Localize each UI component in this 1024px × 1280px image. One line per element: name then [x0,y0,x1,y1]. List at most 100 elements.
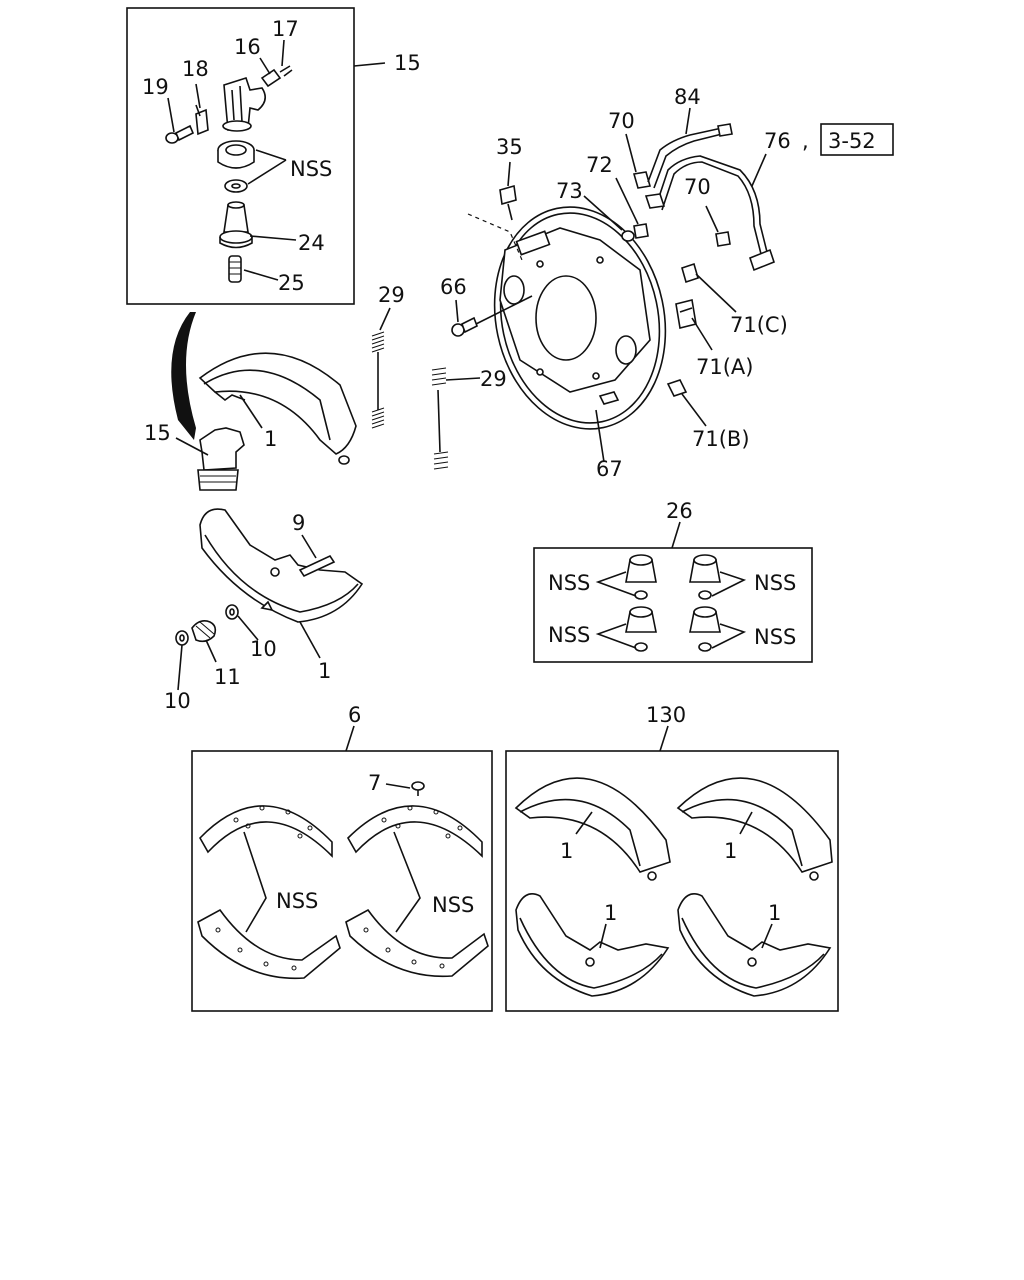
brake-shoe-upper [198,352,357,465]
label-part-71a: 71(A) [696,355,753,379]
connector-part-70-b [715,231,731,247]
label-nss-6-left: NSS [276,889,318,913]
label-part-17: 17 [272,17,299,41]
label-part-76: 76 [764,129,791,153]
label-part-35: 35 [496,135,523,159]
label-part-70-top: 70 [608,109,635,133]
piston-24 [219,201,253,249]
label-part-16: 16 [234,35,261,59]
shoe-130-lower-left [515,893,670,997]
box-130-frame [505,725,839,1012]
box-26-frame [533,521,813,663]
washer-part-10-a [175,630,189,646]
label-part-66: 66 [440,275,467,299]
shoe-130-lower-right [677,893,832,997]
label-comma: , [802,129,809,153]
label-part-1-box130-upper-right: 1 [724,839,737,863]
seal-kit-cup-2 [689,554,721,600]
box-6-frame [191,725,493,1012]
label-part-6: 6 [348,703,361,727]
label-part-130: 130 [646,703,686,727]
label-nss-6-right: NSS [432,893,474,917]
label-part-19: 19 [142,75,169,99]
left-assembly-leaders [175,307,481,691]
inset-15-frame [126,7,386,305]
clip-part-71a [675,299,697,329]
lining-lower-right [345,908,489,978]
inset-15-leaders [167,39,297,281]
label-part-70-right: 70 [684,175,711,199]
label-part-72: 72 [586,153,613,177]
shoe-130-upper-right [676,777,833,881]
seal-kit-cup-4 [689,606,721,652]
box-130-leaders [575,811,773,949]
pin-part-9 [298,554,336,578]
backing-plate-leaders [455,107,767,463]
wheel-cylinder-body [222,76,266,132]
brake-pipe-76 [644,155,775,272]
label-part-25: 25 [278,271,305,295]
lining-upper-left [199,805,333,858]
label-nss-26-top-left: NSS [548,571,590,595]
spring-part-11 [191,620,217,643]
label-part-10-left: 10 [164,689,191,713]
label-part-67: 67 [596,457,623,481]
ref-box-frame [820,123,894,156]
seal-kit-cup-1 [625,554,657,600]
label-part-26: 26 [666,499,693,523]
label-part-71c: 71(C) [730,313,788,337]
lining-upper-right [347,805,483,858]
label-part-73: 73 [556,179,583,203]
label-part-11: 11 [214,665,241,689]
bolt-part-19 [165,124,195,144]
label-nss-26-bottom-right: NSS [754,625,796,649]
wheel-cylinder-15 [197,427,245,491]
label-part-10-right: 10 [250,637,277,661]
brake-pipe-84 [647,123,733,189]
washer-part-10-b [225,604,239,620]
bolt-35-guide [467,213,523,261]
shoe-130-upper-left [514,777,671,881]
label-part-9: 9 [292,511,305,535]
label-ref-box: 3-52 [828,129,876,153]
label-part-7: 7 [368,771,381,795]
label-part-1-lower: 1 [318,659,331,683]
connector-part-70-a [632,171,652,189]
label-part-1-box130-upper-left: 1 [560,839,573,863]
seal-kit-cup-3 [625,606,657,652]
brake-shoe-lower [199,508,364,623]
label-part-15-top: 15 [394,51,421,75]
return-spring-upper [371,331,385,429]
clip-part-18 [195,104,209,136]
label-nss-26-bottom-left: NSS [548,623,590,647]
label-part-1-box130-lower-left: 1 [604,901,617,925]
cup-seal [217,140,255,169]
return-spring-lower [431,367,449,470]
bolt-part-66 [451,316,479,337]
backing-plate [493,206,667,430]
label-part-84: 84 [674,85,701,109]
box-6-leaders [243,783,421,933]
label-part-29-lower: 29 [480,367,507,391]
rivet-part-7 [411,781,425,796]
spring-25 [228,255,242,283]
label-part-71b: 71(B) [692,427,750,451]
clip-part-71c [681,262,699,284]
bolt-part-35 [499,184,517,221]
label-part-18: 18 [182,57,209,81]
label-part-1-box130-lower-right: 1 [768,901,781,925]
grommet-part-71b [666,379,688,397]
label-part-24: 24 [298,231,325,255]
washer-seal [224,179,248,193]
lining-lower-left [197,908,341,980]
label-part-15-left: 15 [144,421,171,445]
label-part-1-upper: 1 [264,427,277,451]
label-part-29-upper: 29 [378,283,405,307]
label-nss-26-top-right: NSS [754,571,796,595]
label-nss-inset: NSS [290,157,332,181]
nut-part-73 [621,230,635,242]
nut-part-72 [633,223,649,239]
seal-kit-leaders [595,571,747,649]
callout-arrow [171,312,196,440]
